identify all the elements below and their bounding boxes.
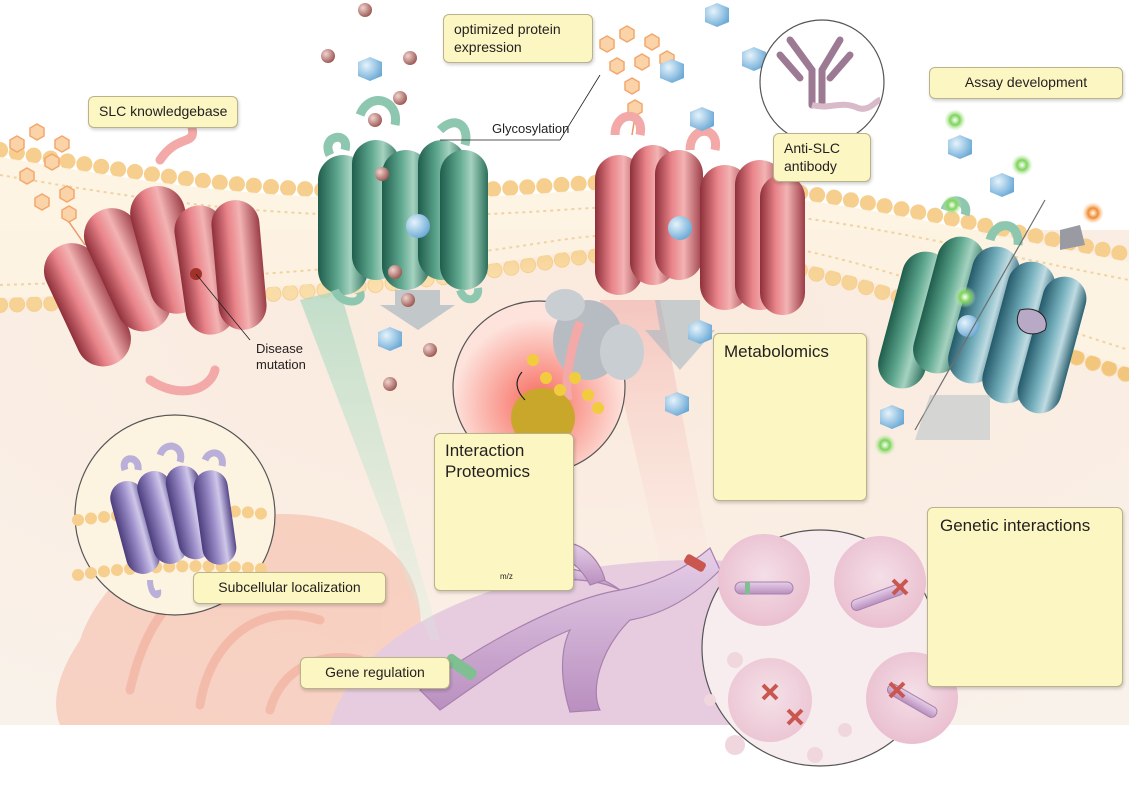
gene-regulation-label: Gene regulation <box>300 657 450 689</box>
slc-transporter-green <box>318 96 488 330</box>
assay-development-label: Assay development <box>929 67 1123 99</box>
antibody-icon <box>759 19 885 145</box>
subcellular-localization-label: Subcellular localization <box>193 572 386 604</box>
slc-transporter-red-left <box>43 115 267 396</box>
interaction-proteomics-panel: Interaction Proteomics <box>434 433 574 591</box>
slc-knowledgebase-label: SLC knowledgebase <box>88 96 239 128</box>
ions <box>358 3 1014 429</box>
protein-expression-label: optimized protein expression <box>443 14 593 63</box>
slc-transporter-red-center <box>595 111 805 370</box>
metabolomics-panel: Metabolomics <box>713 333 867 501</box>
metabolomics-title: Metabolomics <box>724 342 829 361</box>
genetic-interactions-title: Genetic interactions <box>940 516 1091 535</box>
glycan-chain-left <box>9 123 86 246</box>
glycosylation-connector <box>559 74 601 141</box>
slc-transporter-teal-right <box>878 196 1087 440</box>
interaction-proteomics-title: Interaction Proteomics <box>445 441 531 482</box>
disease-mutation-label: Disease mutation <box>256 341 306 372</box>
genetic-screen-bubble <box>701 529 958 767</box>
metabolites <box>321 3 437 391</box>
genetic-interactions-panel: Genetic interactions <box>927 507 1123 687</box>
subcellular-bubble <box>72 414 278 616</box>
green-beam <box>300 290 440 640</box>
glycosylation-label: Glycosylation <box>492 121 570 136</box>
anti-slc-antibody-label: Anti-SLC antibody <box>773 133 871 182</box>
fluorescent-probes <box>874 109 1104 456</box>
mz-axis-label: m/z <box>500 572 513 581</box>
